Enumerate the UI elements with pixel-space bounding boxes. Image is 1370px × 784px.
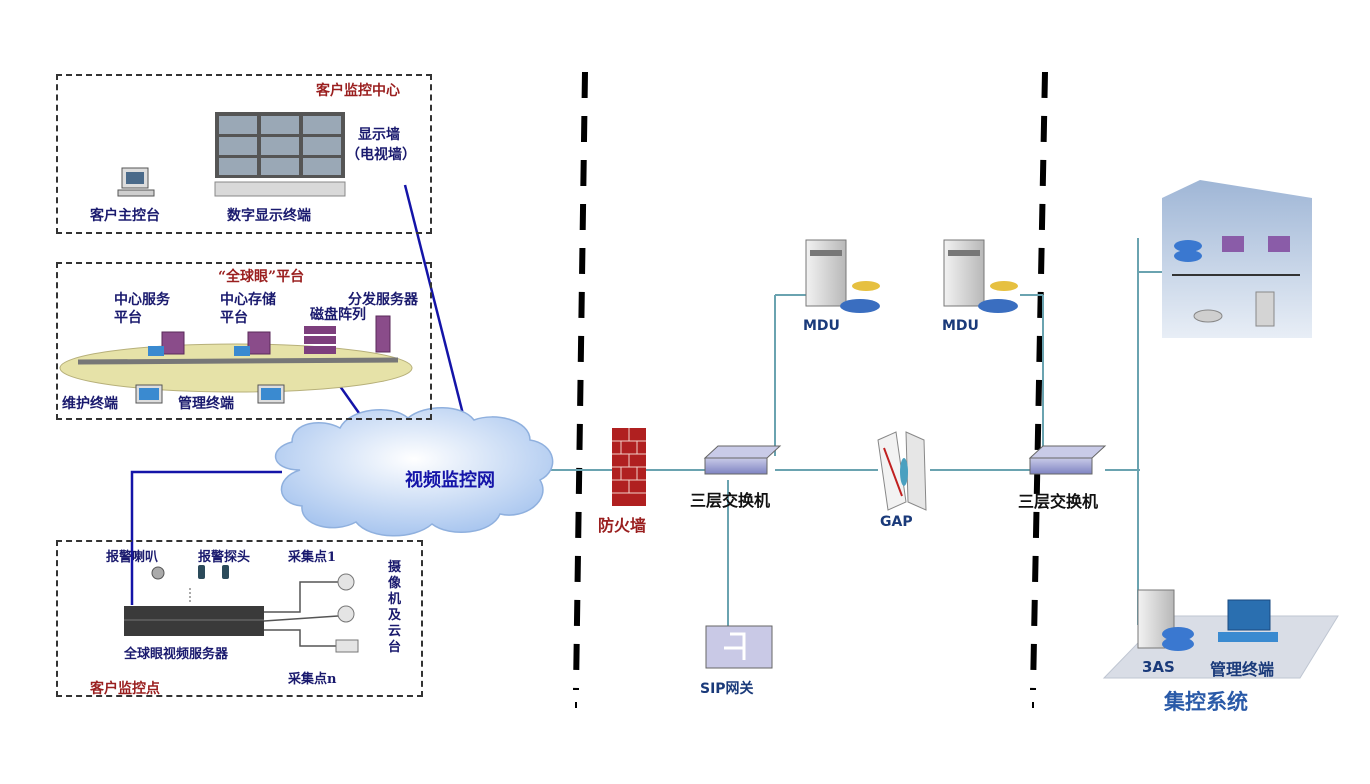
center-storage-label-line2: 平台	[220, 310, 248, 326]
camera-label-char: 像	[388, 576, 402, 591]
monitor-point-title: 客户监控点	[90, 681, 160, 697]
sip-gateway-label: SIP网关	[700, 681, 754, 697]
central-management-terminal-label: 管理终端	[1210, 660, 1275, 679]
console-computer-icon	[117, 167, 155, 197]
mdu-left-label: MDU	[803, 318, 840, 334]
maintenance-terminal-label: 维护终端	[62, 396, 118, 412]
central-management-terminal-icon	[1218, 599, 1278, 642]
network-links	[540, 238, 1162, 628]
camera-label: 摄 像 机 及 云 台	[388, 560, 404, 656]
center-storage-server-icon	[234, 331, 271, 356]
camera-label-char: 机	[388, 592, 402, 607]
alarm-speaker-icon	[151, 566, 165, 580]
platform-box	[56, 262, 432, 420]
disk-array-icon	[304, 326, 336, 354]
mdu-server-icon-left	[805, 239, 880, 313]
camera-links	[263, 581, 339, 647]
camera-icon	[335, 573, 359, 653]
firewall-icon	[612, 428, 646, 506]
cloud-icon	[274, 407, 554, 537]
switch-right-label: 三层交换机	[1018, 492, 1099, 511]
disk-array-label: 磁盘阵列	[310, 307, 366, 323]
building-icon	[1162, 180, 1312, 338]
center-service-label-line2: 平台	[114, 310, 142, 326]
management-terminal-label: 管理终端	[178, 396, 234, 412]
display-terminal-label: 数字显示终端	[227, 208, 311, 224]
gap-icon	[877, 431, 927, 511]
tv-wall-label: （电视墙）	[346, 147, 416, 163]
alarm-probe-icon	[198, 565, 229, 579]
video-server-icon	[124, 606, 264, 636]
switch-icon-left	[703, 445, 782, 475]
aas-server-icon	[1137, 589, 1194, 651]
camera-label-char: 云	[388, 624, 402, 639]
center-service-label-line1: 中心服务	[114, 292, 170, 308]
video-server-label: 全球眼视频服务器	[124, 647, 229, 662]
management-terminal-icon	[257, 384, 285, 404]
monitor-center-box	[56, 74, 432, 234]
mdu-right-label: MDU	[942, 318, 979, 334]
monitor-point-box	[56, 540, 423, 697]
alarm-speaker-label: 报警喇叭	[106, 550, 159, 565]
distribution-server-label: 分发服务器	[348, 292, 418, 308]
video-wall-icon	[214, 112, 346, 197]
monitor-center-title: 客户监控中心	[316, 83, 400, 99]
maintenance-terminal-icon	[135, 384, 163, 404]
switch-icon-right	[1028, 445, 1107, 475]
firewall-label: 防火墙	[598, 516, 647, 535]
platform-title: “全球眼”平台	[218, 269, 305, 285]
collect-point-1-label: 采集点1	[288, 550, 337, 565]
console-label: 客户主控台	[90, 208, 160, 224]
center-storage-label-line1: 中心存储	[220, 292, 276, 308]
cloud-label: 视频监控网	[405, 470, 495, 491]
switch-left-label: 三层交换机	[690, 491, 771, 510]
display-wall-label: 显示墙	[358, 127, 400, 143]
center-service-server-icon	[148, 331, 185, 356]
zone-divider-left	[573, 71, 588, 708]
sip-gateway-icon	[705, 625, 773, 669]
distribution-server-icon	[375, 315, 391, 353]
mdu-server-icon-right	[943, 239, 1018, 313]
gap-label: GAP	[880, 514, 913, 530]
collect-point-n-label: 采集点n	[288, 672, 337, 687]
camera-label-char: 台	[388, 640, 402, 655]
aas-label: 3AS	[1142, 658, 1175, 676]
alarm-probe-label: 报警探头	[198, 550, 251, 565]
zone-divider-right	[1030, 71, 1048, 708]
camera-label-char: 及	[388, 608, 402, 623]
camera-label-char: 摄	[388, 560, 402, 575]
central-control-title: 集控系统	[1164, 689, 1248, 714]
